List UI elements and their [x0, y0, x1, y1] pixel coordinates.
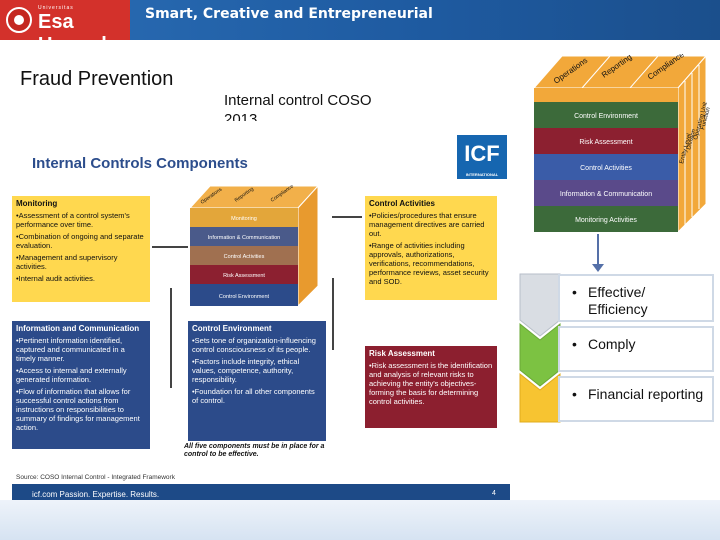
- control-activities-box: Control Activities Policies/procedures t…: [365, 196, 497, 300]
- control-activities-title: Control Activities: [369, 199, 493, 208]
- icf-logo: ICF INTERNATIONAL: [457, 135, 507, 179]
- slide-subtitle: Internal control COSO 2013: [224, 91, 374, 121]
- bullet-icon: •: [572, 336, 577, 353]
- icf-logo-sub: INTERNATIONAL: [457, 172, 507, 177]
- slide-title: Fraud Prevention: [20, 68, 173, 91]
- monitoring-item: Internal audit activities.: [16, 274, 146, 283]
- list-item-comply: • Comply: [558, 326, 714, 372]
- info-comm-item: Pertinent information identified, captur…: [16, 336, 146, 363]
- diagram-title: Internal Controls Components: [32, 155, 248, 172]
- diagram-source: Source: COSO Internal Control - Integrat…: [16, 474, 175, 481]
- logo-emblem-icon: [6, 7, 32, 33]
- list-item-label: Effective/ Efficiency: [574, 284, 704, 318]
- bullet-icon: •: [572, 284, 577, 301]
- info-comm-box: Information and Communication Pertinent …: [12, 321, 150, 449]
- logo-name-text: Esa Unggul: [38, 11, 130, 57]
- bottom-band: [0, 500, 720, 540]
- monitoring-title: Monitoring: [16, 199, 146, 208]
- tagline: Smart, Creative and Entrepreneurial: [145, 6, 433, 22]
- connector-arrow: [152, 246, 188, 248]
- cube-row-label: Monitoring Activities: [575, 217, 637, 224]
- connector-arrow: [170, 288, 172, 388]
- monitoring-box: Monitoring Assessment of a control syste…: [12, 196, 150, 302]
- icf-logo-text: ICF: [464, 141, 499, 166]
- small-cube-row: Information & Communication: [208, 235, 280, 241]
- connector-arrow: [332, 278, 334, 350]
- monitoring-item: Assessment of a control system's perform…: [16, 211, 146, 229]
- list-item-financial: • Financial reporting: [558, 376, 714, 422]
- cube-row-label: Information & Communication: [560, 191, 652, 198]
- cube-connector-arrowhead: [592, 264, 604, 272]
- monitoring-item: Management and supervisory activities.: [16, 253, 146, 271]
- small-cube-row: Control Activities: [224, 254, 265, 260]
- info-comm-title: Information and Communication: [16, 324, 146, 333]
- small-cube-row: Risk Assessment: [223, 273, 265, 279]
- cube-row-label: Risk Assessment: [579, 139, 632, 146]
- coso-cube-small: Operations Reporting Compliance Monitori…: [188, 182, 332, 308]
- small-cube-row: Control Environment: [219, 294, 270, 300]
- control-activities-item: Policies/procedures that ensure manageme…: [369, 211, 493, 238]
- bullet-icon: •: [572, 386, 577, 403]
- list-item-label: Comply: [574, 336, 704, 353]
- control-environment-title: Control Environment: [192, 324, 322, 333]
- info-comm-item: Flow of information that allows for succ…: [16, 387, 146, 432]
- control-environment-box: Control Environment Sets tone of organiz…: [188, 321, 326, 441]
- cube-connector-line: [597, 234, 599, 268]
- connector-arrow: [332, 216, 362, 218]
- list-item-label: Financial reporting: [574, 386, 704, 403]
- monitoring-item: Combination of ongoing and separate eval…: [16, 232, 146, 250]
- small-cube-row: Monitoring: [231, 216, 257, 222]
- diagram-note: All five components must be in place for…: [184, 443, 334, 459]
- header-bar: Universitas Esa Unggul Smart, Creative a…: [0, 0, 720, 40]
- risk-assessment-title: Risk Assessment: [369, 349, 493, 358]
- chevron-stack-icon: [518, 272, 562, 424]
- control-environment-item: Factors include integrity, ethical value…: [192, 357, 322, 384]
- internal-controls-diagram: Internal Controls Components ICF INTERNA…: [12, 128, 510, 506]
- university-logo: Universitas Esa Unggul: [0, 0, 130, 40]
- cube-row-label: Control Environment: [574, 113, 638, 120]
- list-item-effective: • Effective/ Efficiency: [558, 274, 714, 322]
- control-environment-item: Foundation for all other components of c…: [192, 387, 322, 405]
- diagram-page-number: 4: [492, 490, 496, 497]
- objectives-list: • Effective/ Efficiency • Comply • Finan…: [518, 272, 718, 424]
- cube-row-label: Control Activities: [580, 165, 632, 172]
- control-environment-item: Sets tone of organization-influencing co…: [192, 336, 322, 354]
- coso-cube-large: Operations Reporting Compliance Control …: [528, 54, 720, 234]
- diagram-footer-text: icf.com Passion. Expertise. Results.: [32, 490, 159, 499]
- control-activities-item: Range of activities including approvals,…: [369, 241, 493, 286]
- info-comm-item: Access to internal and externally genera…: [16, 366, 146, 384]
- risk-assessment-box: Risk Assessment Risk assessment is the i…: [365, 346, 497, 428]
- risk-assessment-item: Risk assessment is the identification an…: [369, 361, 493, 406]
